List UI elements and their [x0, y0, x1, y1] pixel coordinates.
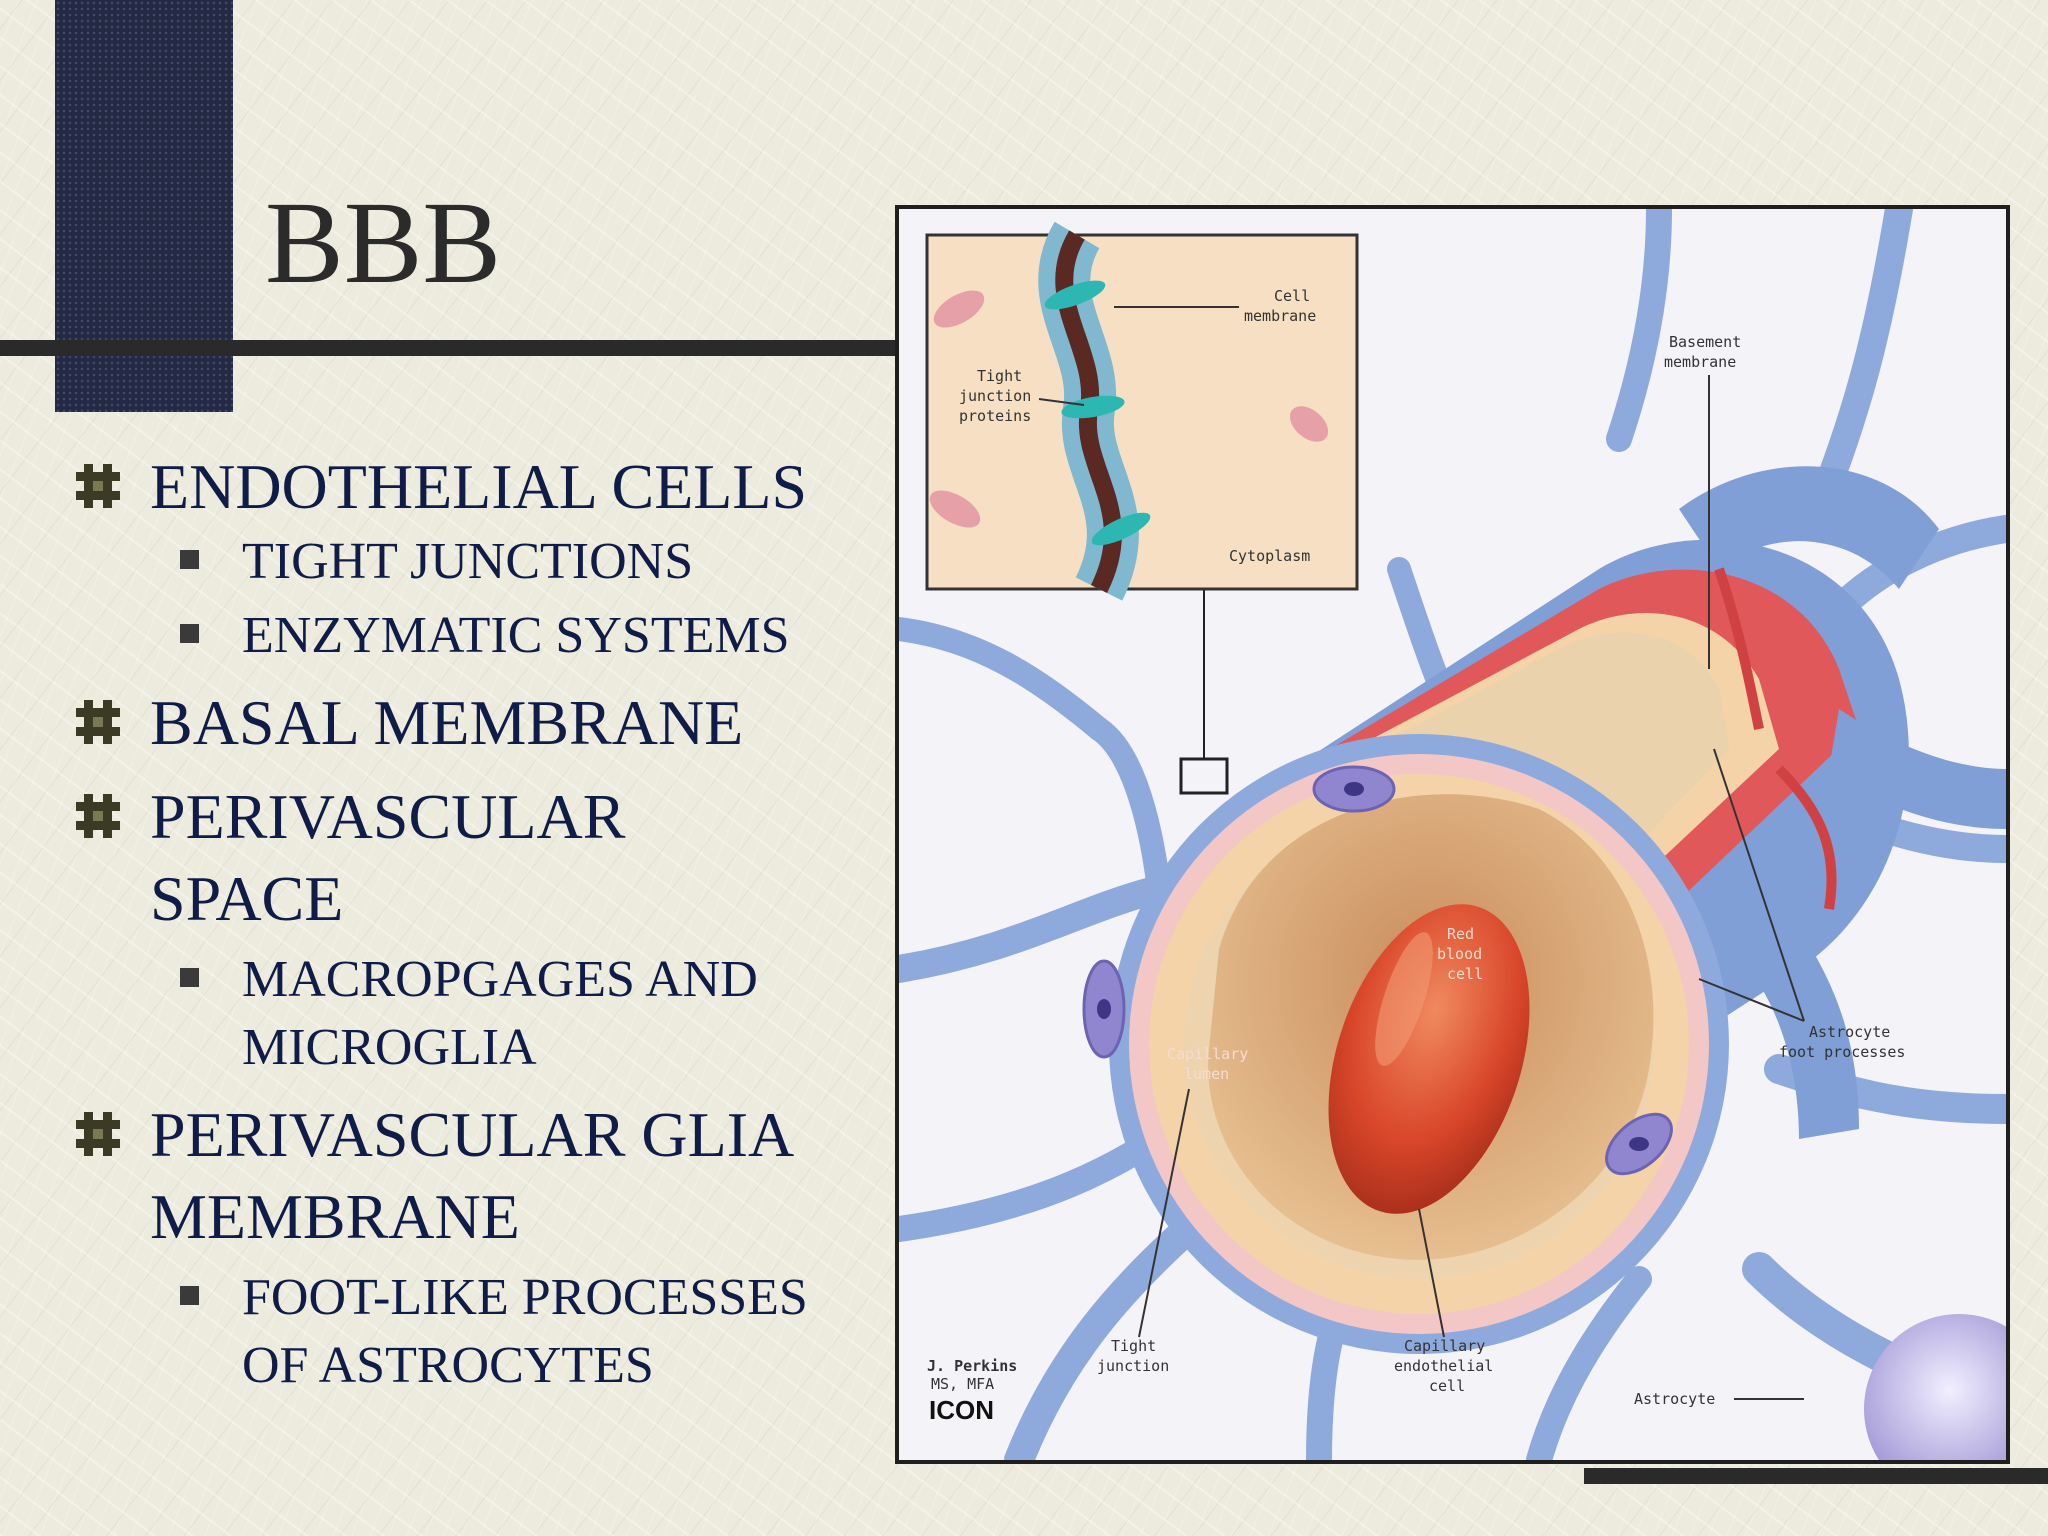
bbb-diagram-svg: Cell membrane Tight junction proteins Cy… — [899, 209, 2006, 1460]
slide-title: BBB — [265, 177, 502, 308]
label-rbc-3: cell — [1447, 965, 1483, 983]
hash-bullet-icon — [76, 700, 120, 744]
bullet-text: BASAL MEMBRANE — [150, 687, 744, 758]
square-bullet-icon — [180, 968, 199, 987]
label-rbc-2: blood — [1437, 945, 1482, 963]
bullet-level1: PERIVASCULAR GLIA MEMBRANE — [74, 1094, 874, 1258]
square-bullet-icon — [180, 1286, 199, 1305]
square-bullet-icon — [180, 550, 199, 569]
label-tight-junction-1: Tight — [1111, 1337, 1156, 1355]
inset-label-cell-membrane-1: Cell — [1274, 287, 1310, 305]
bullet-line: MACROPGAGES AND — [242, 951, 758, 1008]
label-rbc-1: Red — [1447, 925, 1474, 943]
bullet-line: MEMBRANE — [150, 1181, 520, 1252]
bullet-line: FOOT-LIKE PROCESSES — [242, 1269, 808, 1326]
bullet-level2: ENZYMATIC SYSTEMS — [180, 602, 874, 670]
hash-bullet-icon — [76, 464, 120, 508]
square-bullet-icon — [180, 624, 199, 643]
bullet-text: TIGHT JUNCTIONS — [242, 533, 694, 590]
hash-bullet-icon — [76, 1112, 120, 1156]
label-astro-foot-1: Astrocyte — [1809, 1023, 1890, 1041]
inset-label-tight-junction-2: junction — [959, 387, 1031, 405]
bullet-text: FOOT-LIKE PROCESSES OF ASTROCYTES — [242, 1264, 808, 1400]
inset-label-tight-junction-1: Tight — [977, 367, 1022, 385]
bullet-line: PERIVASCULAR — [150, 781, 626, 852]
label-tight-junction-2: junction — [1097, 1357, 1169, 1375]
bullet-text: ENZYMATIC SYSTEMS — [242, 607, 790, 664]
bullet-line: OF ASTROCYTES — [242, 1337, 654, 1394]
top-divider-line — [0, 340, 900, 356]
label-endothelial-1: Capillary — [1404, 1337, 1485, 1355]
bullet-text: PERIVASCULAR SPACE — [150, 776, 874, 940]
hash-bullet-icon — [76, 794, 120, 838]
tight-junction-marker — [1179, 757, 1229, 795]
inset-label-cytoplasm: Cytoplasm — [1229, 547, 1310, 565]
bullet-list: ENDOTHELIAL CELLS TIGHT JUNCTIONS ENZYMA… — [74, 446, 874, 1400]
bullet-line: PERIVASCULAR GLIA — [150, 1099, 795, 1170]
label-basement-2: membrane — [1664, 353, 1736, 371]
bullet-level1: PERIVASCULAR SPACE — [74, 776, 874, 940]
bullet-line: SPACE — [150, 863, 344, 934]
inset-label-cell-membrane-2: membrane — [1244, 307, 1316, 325]
label-basement-1: Basement — [1669, 333, 1741, 351]
bullet-level1: ENDOTHELIAL CELLS — [74, 446, 874, 528]
astrocyte-cell — [1864, 1314, 2006, 1460]
astrocyte-foot-processes — [1679, 466, 2006, 1139]
inset-label-tight-junction-3: proteins — [959, 407, 1031, 425]
tight-junction-inset: Cell membrane Tight junction proteins Cy… — [925, 221, 1359, 601]
bottom-divider-line — [1584, 1468, 2048, 1484]
label-endothelial-3: cell — [1429, 1377, 1465, 1395]
vessel-cross-section — [1109, 734, 1729, 1354]
label-astro-foot-2: foot processes — [1779, 1043, 1905, 1061]
label-astrocyte: Astrocyte — [1634, 1390, 1715, 1408]
bbb-diagram: Cell membrane Tight junction proteins Cy… — [895, 205, 2010, 1464]
bullet-line: MICROGLIA — [242, 1019, 537, 1076]
credit-logo: ICON — [929, 1395, 994, 1425]
bullet-text: PERIVASCULAR GLIA MEMBRANE — [150, 1094, 874, 1258]
bullet-level2: TIGHT JUNCTIONS — [180, 528, 874, 596]
bullet-level1: BASAL MEMBRANE — [74, 682, 874, 764]
label-endothelial-2: endothelial — [1394, 1357, 1493, 1375]
bullet-text: MACROPGAGES AND MICROGLIA — [242, 946, 758, 1082]
bullet-level2: MACROPGAGES AND MICROGLIA — [180, 946, 874, 1082]
label-lumen-1: Capillary — [1167, 1045, 1248, 1063]
credit-line-1: J. Perkins — [927, 1357, 1017, 1375]
bullet-text: ENDOTHELIAL CELLS — [150, 451, 808, 522]
bullet-level2: FOOT-LIKE PROCESSES OF ASTROCYTES — [180, 1264, 874, 1400]
endothelial-nuclei — [1082, 765, 1673, 1176]
diagram-labels: Basement membrane Red blood cell Capilla… — [927, 333, 1905, 1425]
credit-line-2: MS, MFA — [931, 1375, 994, 1393]
label-lumen-2: lumen — [1184, 1065, 1229, 1083]
